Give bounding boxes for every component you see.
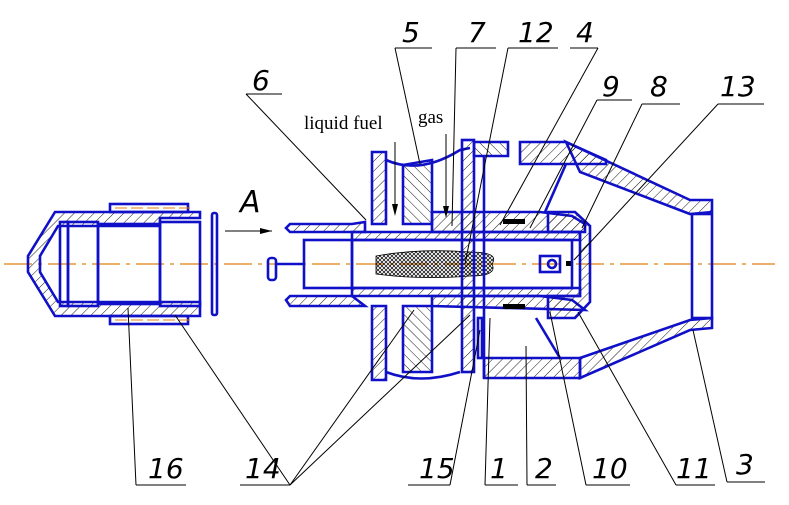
callout-16: 16: [148, 452, 184, 485]
callout-8: 8: [650, 70, 668, 103]
liquid-fuel-label: liquid fuel: [304, 113, 383, 134]
bottom-callouts: 16 14 15 1 2 10 11 3: [127, 307, 765, 486]
top-callouts: 6 5 7 12 4 9 8 13: [245, 16, 764, 265]
callout-6: 6: [252, 64, 270, 97]
callout-13: 13: [720, 70, 756, 103]
callout-11: 11: [676, 452, 712, 485]
part-16-cap: [26, 202, 202, 326]
callout-5: 5: [402, 16, 420, 49]
callout-4: 4: [576, 16, 594, 49]
callout-14: 14: [245, 452, 281, 485]
callout-9: 9: [602, 70, 620, 103]
callout-10: 10: [592, 452, 628, 485]
callout-15: 15: [419, 452, 455, 485]
flow-arrows: [392, 134, 449, 218]
callout-3: 3: [736, 448, 754, 481]
callout-7: 7: [468, 16, 486, 49]
callout-1: 1: [490, 452, 508, 485]
part-12-filter: [375, 250, 495, 278]
part-2-housing: [476, 156, 582, 380]
gas-label: gas: [418, 107, 443, 128]
part-5-flange: [370, 138, 476, 382]
callout-2: 2: [535, 452, 553, 485]
gasket: [210, 211, 219, 317]
part-3-cone: [563, 139, 714, 380]
view-label-a: A: [238, 185, 261, 220]
callout-12: 12: [518, 16, 554, 49]
